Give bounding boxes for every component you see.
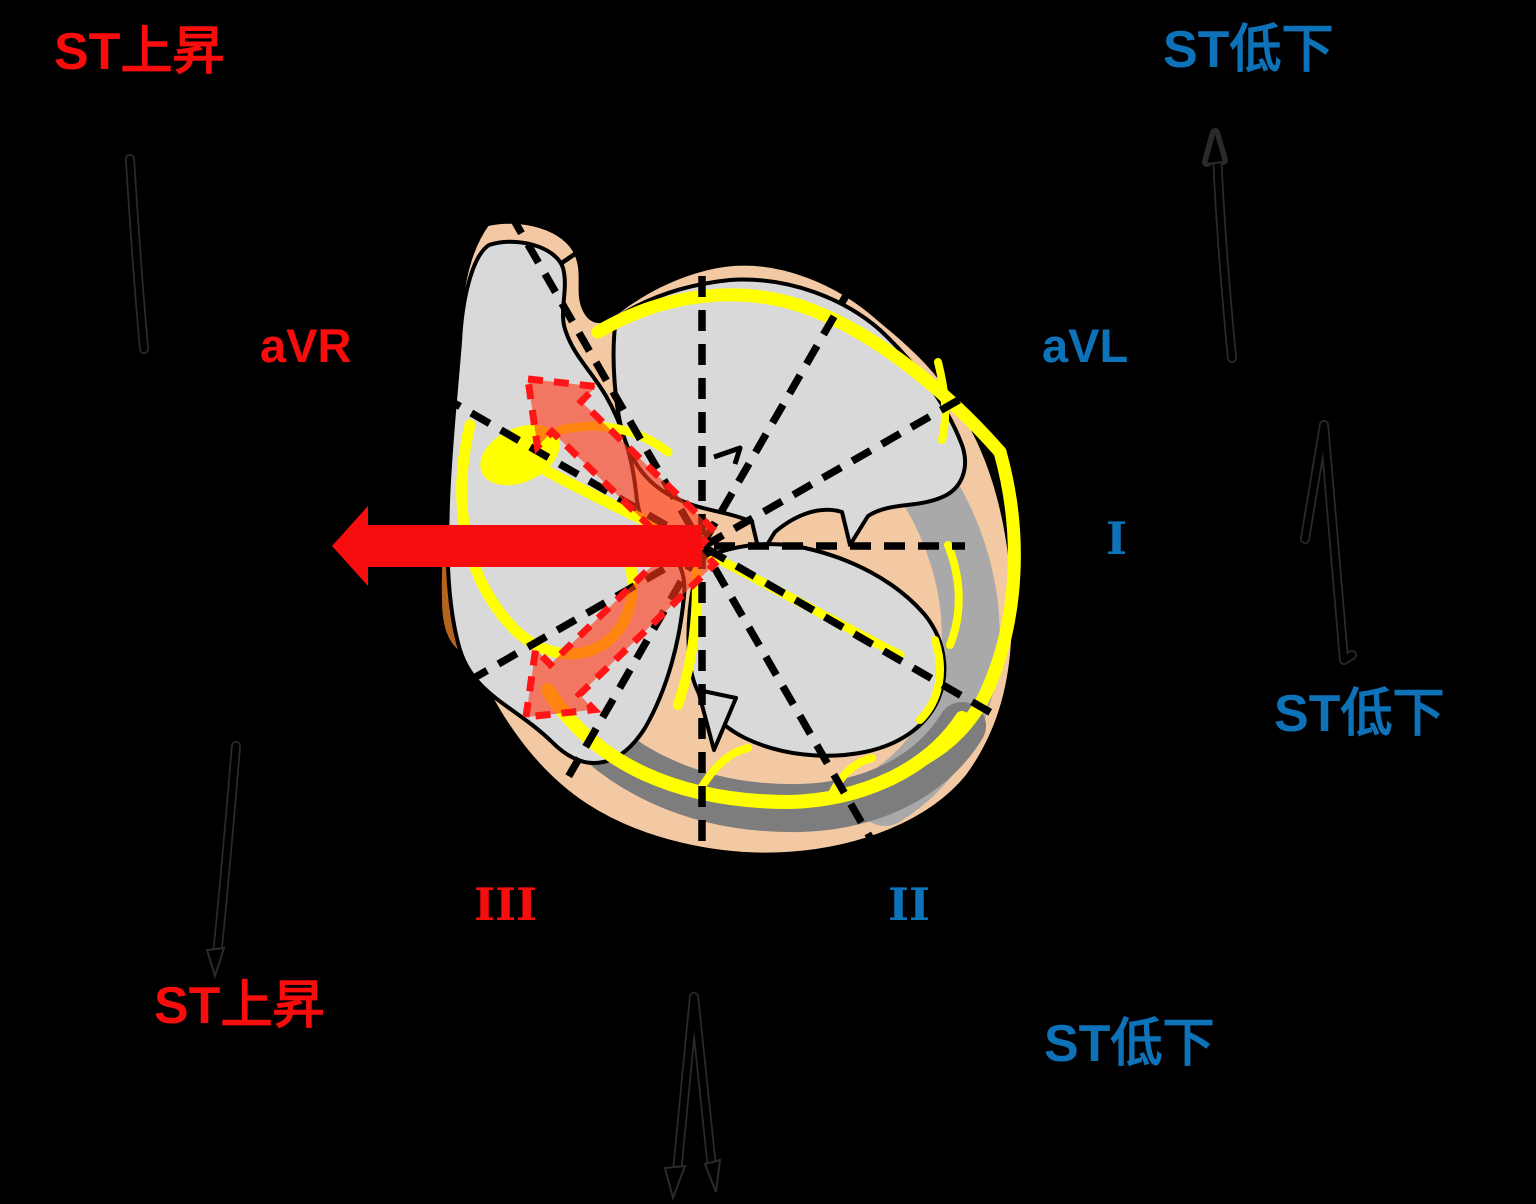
arrowhead-down-icon xyxy=(663,1164,687,1202)
arrowhead-up-icon xyxy=(1204,127,1226,166)
ecg-stroke-avf-left xyxy=(673,993,698,1176)
ecg-strokes xyxy=(126,148,1356,1176)
main-st-vector-arrow xyxy=(332,506,702,586)
label-st-elevation-top-left: ST上昇 xyxy=(54,23,225,81)
label-lead-iii: III xyxy=(474,878,538,931)
label-st-depression-bottom-right: ST低下 xyxy=(1044,1015,1215,1073)
ecg-stroke-avl-lead xyxy=(1213,148,1236,362)
label-lead-ii: II xyxy=(888,878,931,931)
label-st-elevation-bottom-left: ST上昇 xyxy=(154,977,325,1035)
arrowhead-down-icon xyxy=(703,1158,722,1193)
ecg-stroke-avf-right xyxy=(690,993,716,1172)
label-lead-avr: aVR xyxy=(260,319,352,372)
label-st-depression-right: ST低下 xyxy=(1274,685,1445,743)
arrowhead-down-icon xyxy=(205,946,226,980)
ecg-stroke-lead-i xyxy=(1301,421,1356,664)
valve-leaflet-line xyxy=(713,445,743,465)
ecg-stroke-lead-iii xyxy=(213,742,240,960)
chamber-lv xyxy=(686,542,947,758)
ecg-stroke-avr-lead xyxy=(126,155,148,353)
label-lead-avl: aVL xyxy=(1042,319,1129,372)
label-lead-i: I xyxy=(1106,512,1128,565)
valve-spike xyxy=(696,688,738,752)
label-st-depression-top-right: ST低下 xyxy=(1163,21,1334,79)
ecg-stroke-arrowheads xyxy=(205,127,1226,1202)
